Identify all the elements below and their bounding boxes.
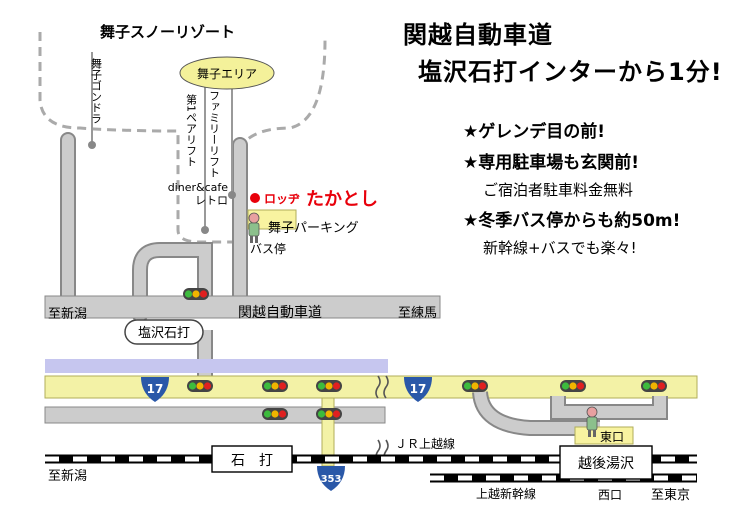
ski-area-boundary (38, 32, 327, 244)
route-17-sign-west: 17 (141, 377, 169, 402)
gondola-label: 舞子ゴンドラ (90, 58, 103, 124)
point-bus-stop: ★冬季バス停からも約50m! (463, 211, 681, 231)
interchange-pill (124, 319, 204, 345)
lavender-band (45, 359, 388, 373)
resort-label: 舞子スノーリゾート (100, 23, 235, 41)
point-parking-free: ご宿泊者駐車料金無料 (483, 181, 634, 199)
lodge-marker (250, 193, 260, 203)
point-gelande: ★ゲレンデ目の前! (463, 122, 605, 142)
bus-stop-person-icon (248, 212, 260, 244)
lodge-prefix-label: ロッヂ (264, 192, 300, 206)
expressway (44, 295, 441, 319)
joetsu-shinkansen-label: 上越新幹線 (476, 486, 536, 501)
ishiuchi-label: 石 打 (231, 452, 273, 469)
lower-road (44, 406, 386, 424)
expressway-label: 関越自動車道 (238, 304, 322, 321)
family-lift-base (228, 191, 236, 199)
area-ellipse (179, 56, 275, 90)
family-lift-label: ファミリーリフト (208, 90, 221, 178)
to-niigata-top-label: 至新潟 (48, 306, 87, 322)
yuzawa-roads (472, 390, 668, 436)
parking-box (247, 209, 297, 230)
station-box (559, 445, 653, 480)
mountain-roads (60, 132, 248, 323)
west-exit-label: 西口 (598, 488, 622, 502)
route-353-sign: 353 (317, 466, 345, 491)
pair-lift-label: 第1ペアリフト (185, 93, 198, 167)
headline-line1: 関越自動車道 (403, 21, 553, 49)
east-exit-label: 東口 (600, 430, 624, 444)
lift-lines (91, 52, 233, 230)
diner-label-line1: diner&cafe (168, 181, 229, 194)
diner-label-line2: レトロ (195, 194, 228, 207)
area-label: 舞子エリア (197, 67, 257, 81)
to-niigata-bottom-label: 至新潟 (48, 468, 87, 484)
route-17-sign-east: 17 (404, 377, 432, 402)
ishiuchi-station-box (211, 445, 293, 473)
pair-lift-base (201, 226, 209, 234)
jr-joetsu-label: ＪＲ上越線 (395, 436, 455, 451)
svg-text:353: 353 (321, 474, 342, 485)
interchange-label: 塩沢石打 (138, 326, 190, 341)
svg-text:17: 17 (410, 382, 427, 396)
to-tokyo-label: 至東京 (651, 487, 690, 503)
echigo-yuzawa-label: 越後湯沢 (578, 455, 634, 472)
point-shinkansen: 新幹線+バスでも楽々! (483, 239, 637, 257)
gondola-station (88, 141, 96, 149)
lodge-name-label: たかとし (306, 189, 378, 210)
bus-stop-label: バス停 (250, 241, 286, 256)
headline-line2: 塩沢石打インターから1分! (418, 58, 723, 86)
to-nerima-label: 至練馬 (398, 306, 437, 321)
parking-label: 舞子パーキング (268, 221, 359, 236)
point-parking: ★専用駐車場も玄関前! (463, 153, 639, 173)
svg-text:17: 17 (147, 382, 164, 396)
